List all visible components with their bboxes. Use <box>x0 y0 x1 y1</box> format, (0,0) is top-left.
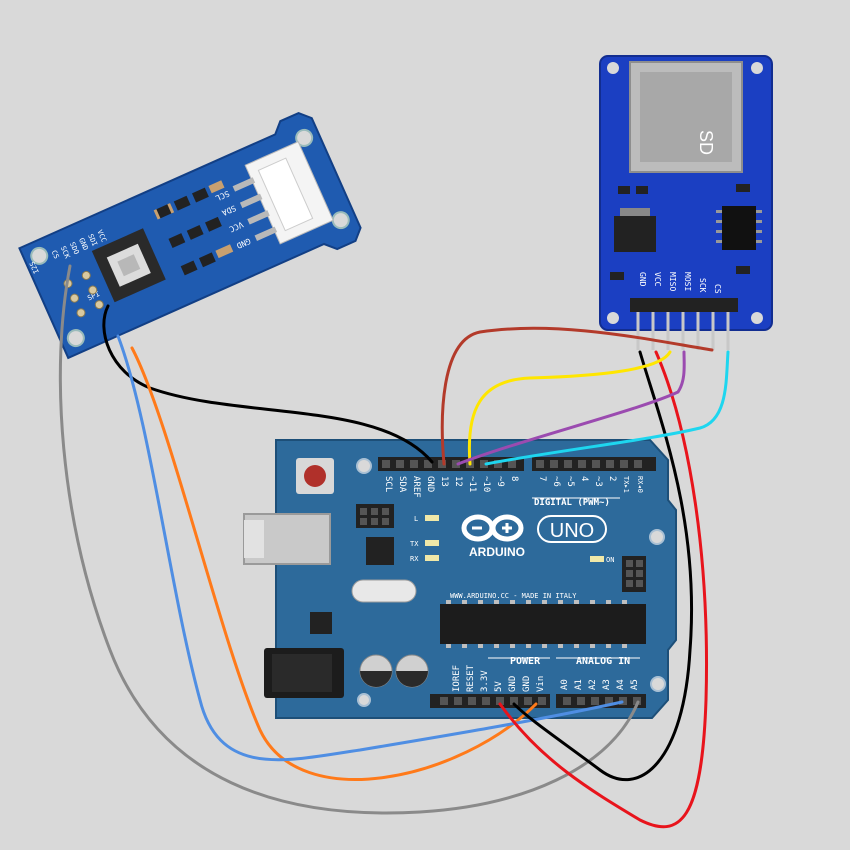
arduino-text: ARDUINO <box>469 545 525 559</box>
led-rx <box>425 555 439 561</box>
label-5: ~5 <box>565 476 575 487</box>
sd-label-sck: SCK <box>698 278 707 293</box>
label-13: 13 <box>439 476 449 487</box>
label-a2: A2 <box>588 679 598 690</box>
sd-pin-header <box>630 298 738 312</box>
label-11: ~11 <box>467 476 477 492</box>
label-12: 12 <box>453 476 463 487</box>
sd-slot-text: SD <box>696 130 716 155</box>
label-gnd: GND <box>425 476 435 492</box>
usb-chip <box>366 537 394 565</box>
label-ioref: IOREF <box>452 665 462 692</box>
label-5v: 5V <box>494 681 504 692</box>
led-on <box>590 556 604 562</box>
wire-dark-red <box>440 326 714 466</box>
wire-blue <box>116 334 624 762</box>
level-shifter-chip <box>722 206 756 250</box>
label-gnd-1: GND <box>508 676 518 692</box>
wire-black-sd <box>512 350 694 782</box>
label-2: 2 <box>607 476 617 481</box>
label-6: ~6 <box>551 476 561 487</box>
wire-gray <box>58 264 640 815</box>
label-a3: A3 <box>602 679 612 690</box>
sd-label-mosi: MOSI <box>683 272 692 291</box>
sd-label-vcc: VCC <box>653 272 662 287</box>
crystal <box>351 579 417 603</box>
wire-orange <box>130 346 538 781</box>
sensor-module: SCL SDA VCC GND I2S CS SCK SDO GND SDI V… <box>18 111 362 360</box>
led-l <box>425 515 439 521</box>
wire-cyan <box>484 350 730 466</box>
label-sda: SDA <box>397 476 407 493</box>
power-label: POWER <box>510 656 541 667</box>
label-a0: A0 <box>560 679 570 690</box>
led-label-rx: RX <box>410 555 419 563</box>
label-aref: AREF <box>411 476 421 498</box>
label-tx1: TX▸1 <box>622 476 630 493</box>
label-reset: RESET <box>466 664 476 692</box>
wire-red <box>498 350 708 829</box>
label-9: ~9 <box>495 476 505 487</box>
sd-card-module: SD GND VCC MISO MOSI SCK CS <box>599 55 773 350</box>
label-8: 8 <box>509 476 519 481</box>
label-3v3: 3.3V <box>480 670 490 692</box>
sensor-label-cs: CS <box>50 249 61 260</box>
led-label-tx: TX <box>410 540 419 548</box>
digital-label: DIGITAL (PWM~) <box>534 498 610 508</box>
wires <box>58 264 730 829</box>
label-rx0: RX◂0 <box>636 476 644 493</box>
label-a5: A5 <box>630 679 640 690</box>
label-scl: SCL <box>383 476 393 492</box>
wire-black-sensor <box>102 304 434 464</box>
sd-label-gnd: GND <box>638 272 647 287</box>
label-a4: A4 <box>616 679 626 690</box>
url-text: WWW.ARDUINO.CC - MADE IN ITALY <box>450 592 577 600</box>
uno-text: UNO <box>550 520 594 542</box>
sd-label-cs: CS <box>713 284 722 294</box>
label-7: 7 <box>537 476 547 481</box>
led-tx <box>425 540 439 546</box>
label-vin: Vin <box>536 676 546 692</box>
label-3: ~3 <box>593 476 603 487</box>
led-label-l: L <box>414 515 418 523</box>
voltage-regulator <box>310 612 332 634</box>
uno-badge <box>537 515 607 543</box>
label-4: 4 <box>579 476 589 481</box>
atmega-chip <box>440 604 646 644</box>
sd-regulator <box>614 216 656 252</box>
analog-label: ANALOG IN <box>576 656 630 667</box>
label-gnd-2: GND <box>522 676 532 692</box>
wire-purple <box>456 350 686 466</box>
label-a1: A1 <box>574 679 584 690</box>
arduino-uno-board: SCL SDA AREF GND 13 12 ~11 ~10 ~9 8 7 ~6… <box>243 439 677 719</box>
sd-label-miso: MISO <box>668 272 677 291</box>
arduino-logo <box>461 514 524 542</box>
wire-yellow <box>467 350 672 466</box>
label-10: ~10 <box>481 476 491 492</box>
led-label-on: ON <box>606 556 614 564</box>
